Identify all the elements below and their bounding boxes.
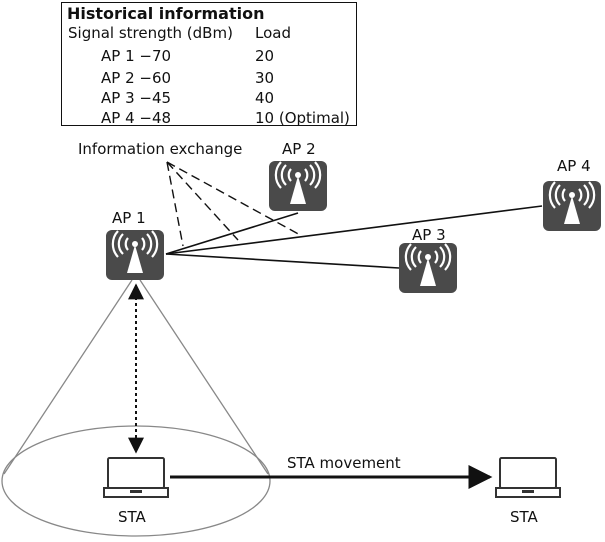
col-header-load: Load (255, 24, 291, 42)
ap2-label: AP 2 (282, 140, 316, 158)
info-exchange-line-2 (166, 161, 239, 241)
historical-information-box: Historical information Signal strength (… (61, 2, 357, 127)
ap4-label: AP 4 (557, 157, 591, 175)
row-ap-load: 40 (255, 89, 275, 107)
row-ap-signal: AP 2 −60 (101, 69, 172, 87)
row-ap-load: 30 (255, 69, 275, 87)
row-ap-signal: AP 1 −70 (101, 47, 172, 65)
link-ap1-ap3 (165, 253, 400, 269)
sta-right-label: STA (510, 508, 538, 526)
ap3-label: AP 3 (412, 226, 446, 244)
sta-right-laptop-icon (495, 457, 561, 498)
link-ap1-ap2 (165, 212, 299, 255)
row-ap-signal: AP 3 −45 (101, 89, 172, 107)
coverage-edge-left (3, 279, 133, 475)
info-exchange-line-1 (166, 161, 184, 247)
ap4-wireless-access-point-icon (541, 179, 603, 233)
link-ap1-ap4 (165, 205, 543, 255)
info-exchange-label: Information exchange (78, 140, 243, 158)
row-ap-signal: AP 4 −48 (101, 109, 172, 127)
info-exchange-line-3 (166, 161, 303, 237)
col-header-signal: Signal strength (dBm) (68, 24, 233, 42)
coverage-edge-right (139, 279, 269, 475)
info-box-title: Historical information (67, 4, 265, 23)
sta-left-label: STA (118, 508, 146, 526)
ap1-wireless-access-point-icon (104, 228, 166, 282)
ap3-wireless-access-point-icon (397, 241, 459, 295)
row-ap-load: 10 (Optimal) (255, 109, 350, 127)
ap2-wireless-access-point-icon (267, 159, 329, 213)
row-ap-load: 20 (255, 47, 275, 65)
sta-left-laptop-icon (103, 457, 169, 498)
sta-movement-label: STA movement (287, 454, 401, 472)
ap1-label: AP 1 (112, 209, 146, 227)
